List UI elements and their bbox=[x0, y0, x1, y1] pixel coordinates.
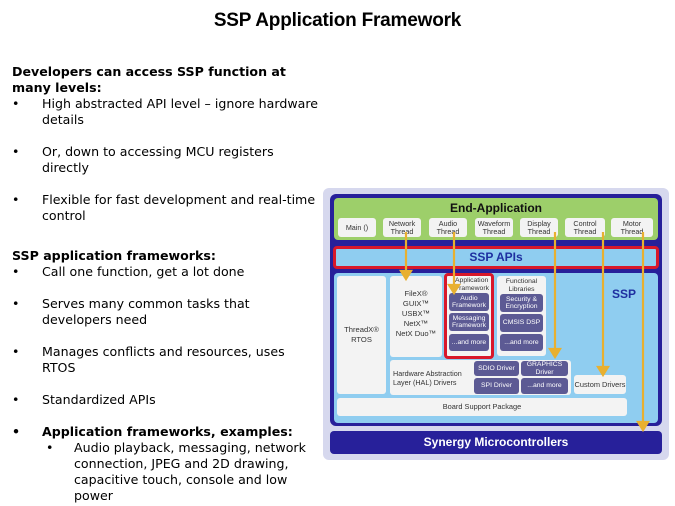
thread-box: Control Thread bbox=[565, 218, 605, 237]
bullet-item: •Standardized APIs bbox=[12, 392, 156, 407]
bullet-item: •Serves many common tasks that developer… bbox=[12, 296, 250, 327]
bullet-icon: • bbox=[46, 440, 54, 455]
ssp-layer: SSP ThreadX® RTOS FileX® GUIX™ USBX™ Net… bbox=[334, 273, 658, 423]
threadx-rtos-box: ThreadX® RTOS bbox=[337, 276, 386, 394]
bullet-item: •Flexible for fast development and real-… bbox=[12, 192, 316, 223]
section1-heading: Developers can access SSP function at ma… bbox=[12, 64, 286, 95]
bullet-item: •Application frameworks, examples: bbox=[12, 424, 293, 439]
bullet-item: •Manages conflicts and resources, uses R… bbox=[12, 344, 285, 375]
synergy-microcontrollers-layer: Synergy Microcontrollers bbox=[330, 431, 662, 454]
framework-item: ...and more bbox=[449, 334, 489, 351]
thread-box: Waveform Thread bbox=[475, 218, 513, 237]
bullet-icon: • bbox=[12, 296, 20, 311]
bullet-icon: • bbox=[12, 264, 20, 279]
functional-libraries-box: Functional Libraries Security & Encrypti… bbox=[497, 276, 546, 356]
hal-title: Hardware Abstraction Layer (HAL) Drivers bbox=[393, 369, 462, 387]
framework-item: Messaging Framework bbox=[449, 313, 489, 331]
bullet-item: •Or, down to accessing MCU registers dir… bbox=[12, 144, 274, 175]
bullet-item: •Call one function, get a lot done bbox=[12, 264, 245, 279]
thread-box: Motor Thread bbox=[611, 218, 653, 237]
board-support-package-box: Board Support Package bbox=[337, 398, 627, 416]
library-item: Security & Encryption bbox=[500, 294, 543, 312]
ssp-apis-layer: SSP APIs bbox=[333, 246, 659, 269]
driver-item: ...and more bbox=[521, 378, 568, 394]
library-item: ...and more bbox=[500, 334, 543, 351]
bullet-icon: • bbox=[12, 344, 20, 359]
driver-item: SDIO Driver bbox=[474, 361, 519, 376]
bullet-item: •High abstracted API level – ignore hard… bbox=[12, 96, 318, 127]
bullet-icon: • bbox=[12, 424, 21, 439]
library-item: CMSIS DSP bbox=[500, 314, 543, 332]
middleware-box: FileX® GUIX™ USBX™ NetX™ NetX Duo™ bbox=[390, 276, 442, 357]
end-application-title: End-Application bbox=[450, 201, 542, 215]
driver-item: GRAPHICS Driver bbox=[521, 361, 568, 376]
ssp-frame: End-Application Main () Network Thread A… bbox=[330, 194, 662, 426]
thread-box: Main () bbox=[338, 218, 376, 237]
section2-heading: SSP application frameworks: bbox=[12, 248, 216, 263]
functional-libraries-title: Functional Libraries bbox=[505, 278, 538, 293]
sub-bullet-item: •Audio playback, messaging, network conn… bbox=[46, 440, 306, 503]
left-text-panel: Developers can access SSP function at ma… bbox=[12, 64, 322, 504]
ssp-label: SSP bbox=[611, 287, 636, 301]
app-framework-box: Application Framework Audio Framework Me… bbox=[444, 273, 494, 359]
framework-item: Audio Framework bbox=[449, 293, 489, 311]
thread-box: Display Thread bbox=[520, 218, 558, 237]
thread-box: Network Thread bbox=[383, 218, 421, 237]
bullet-icon: • bbox=[12, 192, 20, 207]
thread-box: Audio Thread bbox=[429, 218, 467, 237]
bullet-icon: • bbox=[12, 96, 20, 111]
app-framework-title: Application Framework bbox=[455, 277, 489, 292]
page-title: SSP Application Framework bbox=[213, 10, 462, 31]
bullet-icon: • bbox=[12, 144, 20, 159]
end-application-layer: End-Application Main () Network Thread A… bbox=[334, 198, 658, 240]
ssp-architecture-diagram: End-Application Main () Network Thread A… bbox=[323, 188, 669, 460]
driver-item: SPI Driver bbox=[474, 378, 519, 394]
hal-drivers-box: Hardware Abstraction Layer (HAL) Drivers… bbox=[390, 360, 571, 395]
custom-drivers-box: Custom Drivers bbox=[574, 375, 626, 394]
bullet-icon: • bbox=[12, 392, 20, 407]
